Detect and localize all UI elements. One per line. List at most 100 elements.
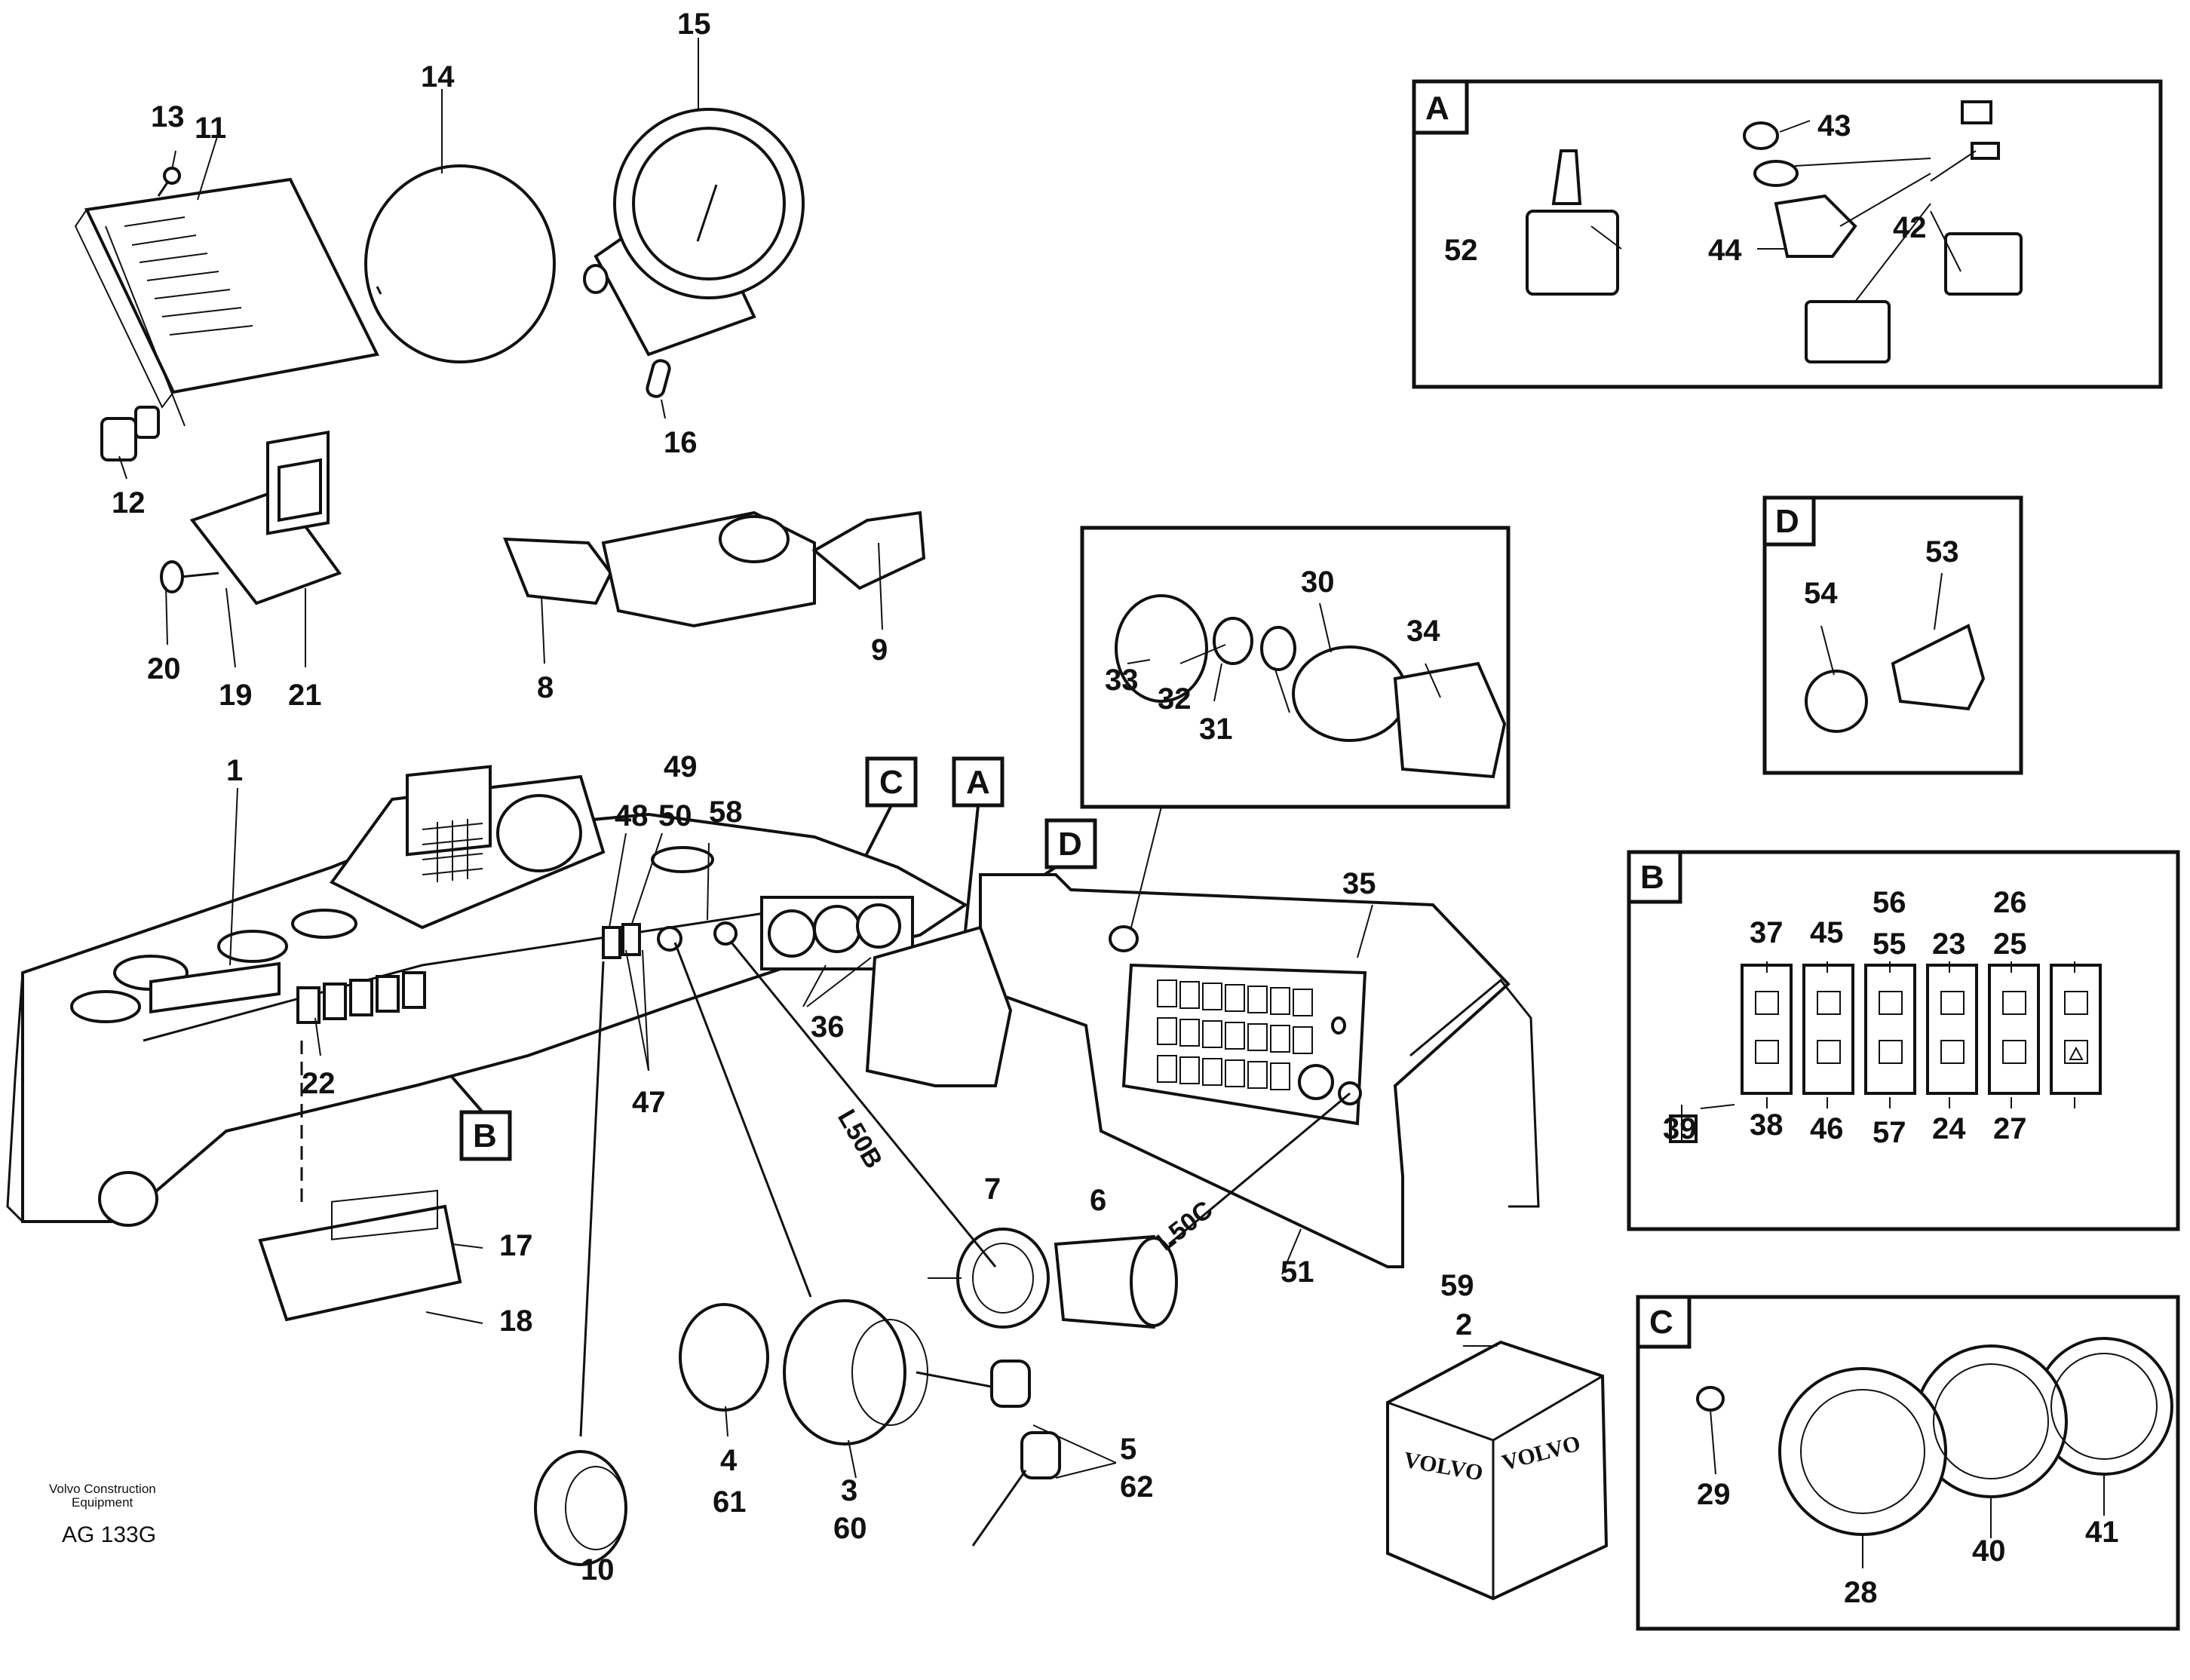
part-number-28: 28 (1844, 1576, 1878, 1609)
box-b-switch-row (1669, 964, 2102, 1143)
part-number-38: 38 (1750, 1108, 1784, 1142)
wiper-switch-8-9 (502, 510, 926, 628)
part-number-56: 56 (1873, 886, 1906, 919)
switch-row-22 (296, 971, 426, 1024)
part-number-20: 20 (147, 652, 181, 685)
console-button-grid (1157, 979, 1313, 1090)
callout-letter-b: B (1640, 859, 1664, 896)
box-c-gauges (1696, 1337, 2173, 1536)
footer-maker-line2: Equipment (72, 1495, 133, 1510)
part-number-54: 54 (1804, 577, 1838, 610)
part-number-23: 23 (1932, 927, 1966, 961)
part-number-12: 12 (112, 486, 146, 520)
part-number-5: 5 (1120, 1433, 1136, 1466)
leader-lines (118, 38, 2105, 1568)
part-number-15: 15 (677, 8, 711, 41)
part-number-42: 42 (1893, 211, 1927, 244)
part-number-24: 24 (1932, 1112, 1966, 1145)
keys-5 (916, 1360, 1061, 1547)
dashboard-panel (6, 765, 968, 1227)
part-number-45: 45 (1810, 916, 1844, 949)
part-number-30: 30 (1301, 566, 1335, 599)
part-number-46: 46 (1810, 1112, 1844, 1145)
part-number-25: 25 (1993, 927, 2027, 961)
part-number-50: 50 (658, 799, 692, 832)
part-number-16: 16 (664, 426, 698, 459)
part-number-7: 7 (984, 1173, 1001, 1206)
part-number-11: 11 (195, 112, 226, 145)
rotary-switch-parts (1115, 594, 1507, 779)
warning-lamp-grid (406, 765, 492, 857)
part-number-36: 36 (811, 1010, 845, 1044)
part-number-48: 48 (615, 799, 649, 832)
lens-14 (364, 164, 556, 363)
footer-maker-line1: Volvo Construction (49, 1482, 156, 1496)
switch-25-27 (1988, 964, 2040, 1095)
switch-23-24 (1926, 964, 1978, 1095)
gauge-15 (583, 108, 805, 357)
climate-panel-17 (258, 1189, 462, 1322)
buzzer-10 (534, 1450, 627, 1566)
part-number-47: 47 (632, 1086, 666, 1119)
footer-reference: AG 133G (62, 1522, 156, 1547)
part-number-41: 41 (2085, 1516, 2119, 1549)
part-number-59: 59 (1440, 1269, 1474, 1302)
part-number-4: 4 (720, 1444, 738, 1477)
part-number-34: 34 (1406, 615, 1440, 648)
callout-box-c: C (1636, 1295, 2180, 1631)
part-number-labels: 1 2 3 4 5 6 7 8 9 10 11 12 13 14 15 16 1… (112, 8, 2119, 1609)
part-number-44: 44 (1708, 234, 1742, 267)
dash-tag-d-letter: D (1058, 826, 1082, 863)
parts-box-59: VOLVO VOLVO (1386, 1340, 1609, 1601)
callout-box-b: B (1627, 850, 2180, 1231)
callout-letter-a: A (1425, 90, 1449, 127)
switch-19-21 (2050, 964, 2102, 1095)
part-number-60: 60 (833, 1512, 867, 1545)
part-number-21: 21 (288, 679, 322, 712)
part-number-49: 49 (664, 750, 698, 783)
part-number-17: 17 (499, 1229, 533, 1262)
part-number-32: 32 (1158, 682, 1192, 716)
dash-tag-b-letter: B (473, 1117, 497, 1154)
wire-label-l50c: L50C (1152, 1195, 1219, 1256)
part-number-40: 40 (1972, 1534, 2006, 1568)
switch-37-38 (1741, 964, 1793, 1095)
detail-box-rotary-switch (1080, 526, 1511, 809)
part-number-58: 58 (709, 796, 743, 829)
part-number-18: 18 (499, 1304, 533, 1338)
dash-tag-a: A (952, 756, 1005, 932)
part-number-6: 6 (1090, 1184, 1106, 1217)
ignition-switch-3 (783, 1299, 928, 1445)
dash-tag-c-letter: C (879, 764, 903, 801)
side-console (865, 873, 1540, 1268)
part-number-29: 29 (1697, 1478, 1731, 1511)
part-number-62: 62 (1120, 1470, 1154, 1504)
callout-box-d: D (1762, 495, 2023, 775)
warning-panel-11 (74, 177, 379, 427)
part-number-31: 31 (1199, 713, 1233, 746)
rocker-switch-19-21 (160, 430, 342, 605)
part-number-9: 9 (871, 633, 888, 667)
part-number-37: 37 (1750, 916, 1784, 949)
footer: Volvo Construction Equipment AG 133G (49, 1482, 156, 1547)
ring-7 (956, 1228, 1050, 1329)
part-number-35: 35 (1342, 867, 1376, 900)
part-number-1: 1 (226, 754, 243, 787)
cigar-lighter-6 (1054, 1234, 1178, 1329)
part-number-57: 57 (1873, 1116, 1906, 1149)
part-number-10: 10 (581, 1553, 615, 1586)
part-number-39: 39 (1663, 1112, 1697, 1145)
part-number-61: 61 (713, 1485, 747, 1519)
dash-tag-a-letter: A (966, 764, 990, 801)
switch-45-46 (1802, 964, 1854, 1095)
part-number-33: 33 (1105, 664, 1139, 697)
part-number-26: 26 (1993, 886, 2027, 919)
part-number-2: 2 (1455, 1308, 1472, 1341)
ignition-housing-4 (679, 1303, 769, 1412)
dash-tag-d: D (1009, 818, 1097, 899)
part-number-43: 43 (1817, 109, 1851, 143)
bulb-16 (646, 359, 671, 398)
part-number-22: 22 (302, 1067, 336, 1100)
screw-13 (157, 167, 181, 197)
